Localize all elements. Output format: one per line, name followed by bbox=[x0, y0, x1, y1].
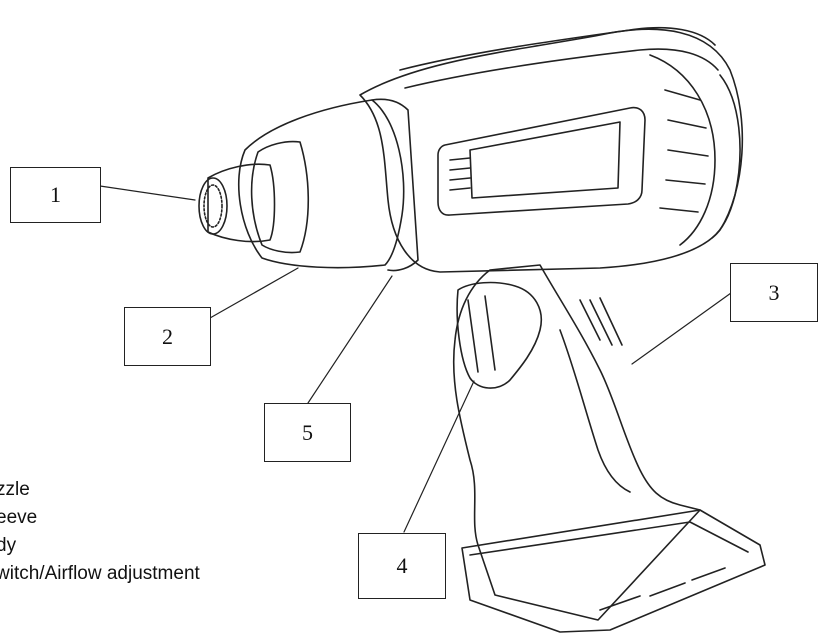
handle bbox=[452, 264, 701, 621]
leader-line-4 bbox=[403, 380, 475, 533]
callout-5: 5 bbox=[264, 403, 351, 462]
handle-inner bbox=[559, 329, 631, 493]
rear-cap bbox=[711, 74, 741, 239]
parts-legend: zzle eeve dy witch/Airflow adjustment bbox=[0, 476, 200, 588]
callout-3: 3 bbox=[730, 263, 818, 322]
side-panel bbox=[437, 106, 646, 216]
neck-join bbox=[371, 98, 419, 272]
side-ribs bbox=[449, 157, 471, 191]
leader-line-1 bbox=[99, 185, 196, 201]
nozzle-mesh bbox=[203, 184, 223, 228]
top-rib-2 bbox=[404, 48, 719, 89]
battery-base bbox=[461, 509, 766, 633]
top-rib bbox=[399, 26, 716, 71]
front-sleeve bbox=[238, 99, 405, 269]
leader-line-2 bbox=[209, 267, 299, 319]
side-panel-inner bbox=[469, 121, 621, 199]
handle-grip-lines bbox=[579, 297, 623, 346]
callout-1: 1 bbox=[10, 167, 101, 223]
rear-grille-2 bbox=[659, 89, 709, 213]
leader-line-5 bbox=[307, 275, 393, 404]
battery-base-top bbox=[469, 521, 749, 556]
battery-slots bbox=[599, 567, 726, 611]
legend-item-3: dy bbox=[0, 535, 17, 556]
trigger-switch bbox=[456, 281, 542, 389]
trigger-inner bbox=[467, 295, 496, 373]
nozzle-tip bbox=[198, 177, 228, 235]
nozzle-tube bbox=[207, 163, 276, 243]
callout-2: 2 bbox=[124, 307, 211, 366]
legend-item-2: eeve bbox=[0, 507, 38, 528]
leader-line-3 bbox=[631, 292, 732, 365]
legend-item-1: zzle bbox=[0, 479, 30, 500]
rear-grille bbox=[649, 54, 716, 246]
sleeve-ring bbox=[250, 140, 310, 254]
callout-4: 4 bbox=[358, 533, 446, 599]
legend-item-4: witch/Airflow adjustment bbox=[0, 563, 200, 584]
